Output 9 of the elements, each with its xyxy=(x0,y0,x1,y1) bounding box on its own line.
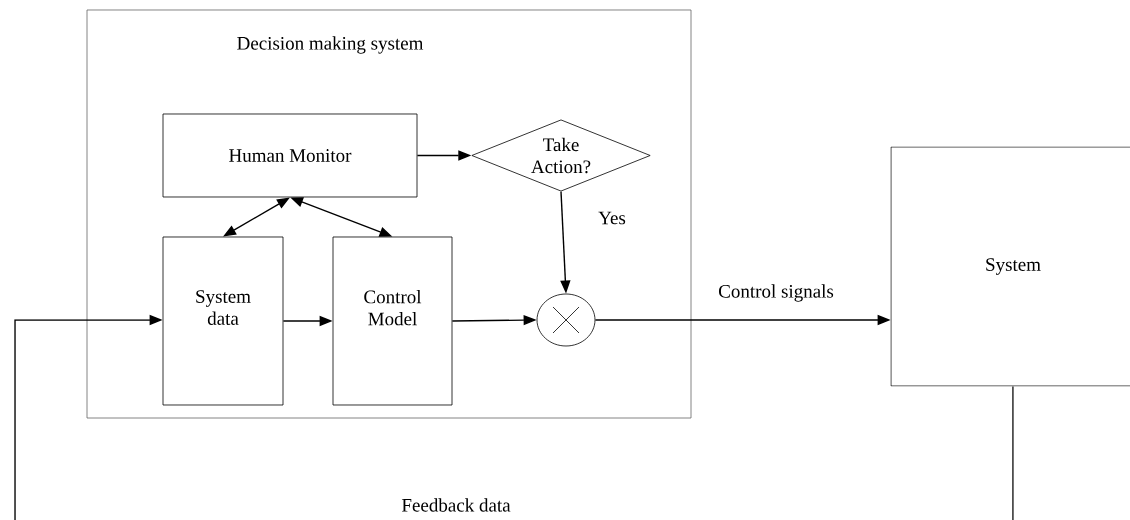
arrow xyxy=(14,314,1014,520)
edge-label: Yes xyxy=(597,210,627,226)
process-box: Control Model xyxy=(332,236,453,406)
process-box: System data xyxy=(162,236,284,406)
edge-label: Feedback data xyxy=(400,497,512,513)
edge-label: Control signals xyxy=(717,283,835,303)
process-box: Human Monitor xyxy=(162,113,418,198)
summing-junction xyxy=(536,293,596,347)
process-box: System xyxy=(890,146,1130,387)
